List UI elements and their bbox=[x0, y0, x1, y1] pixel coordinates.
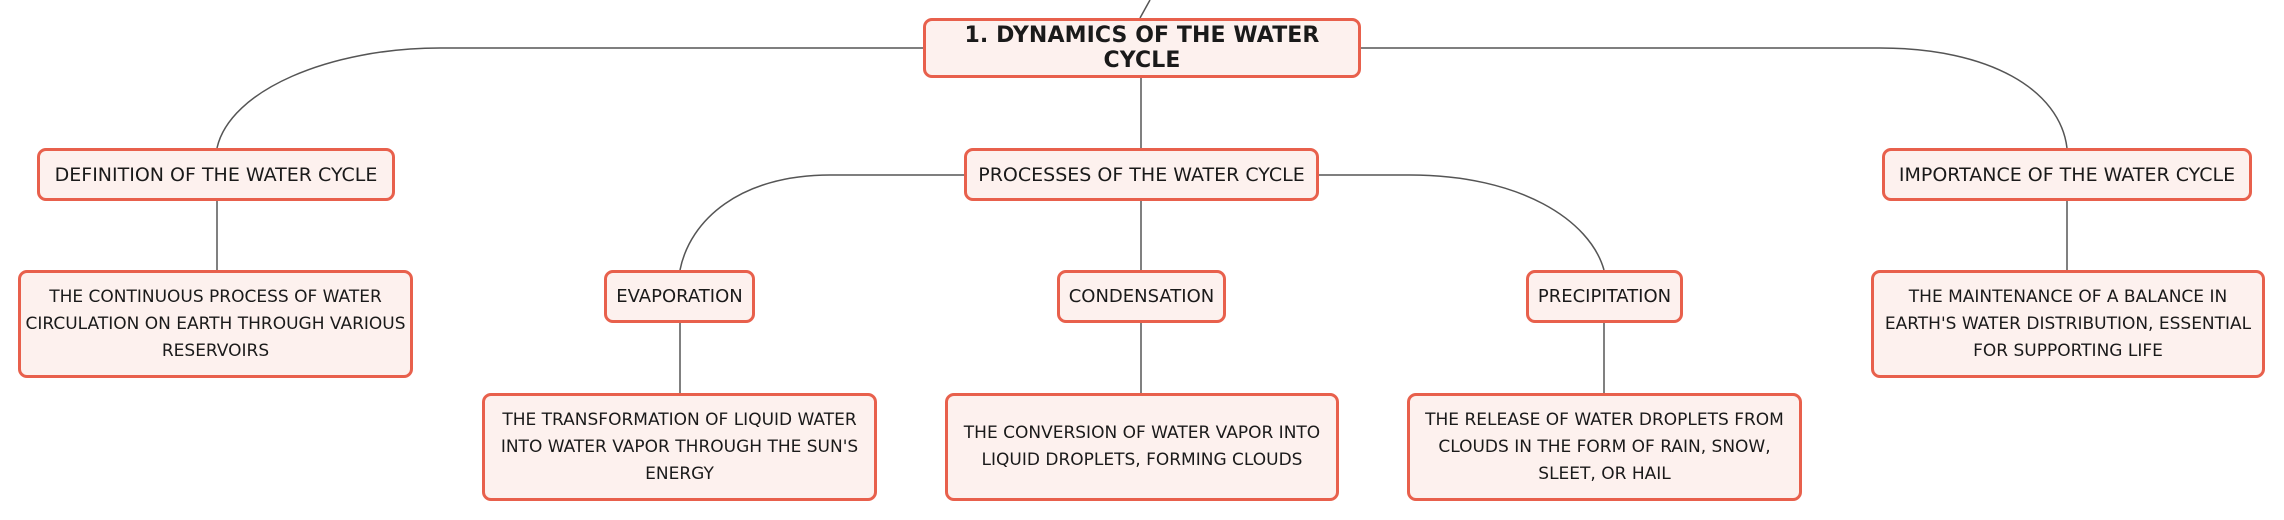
evaporation-topic-label: EVAPORATION bbox=[616, 286, 743, 307]
connector-root-parent bbox=[1139, 0, 1151, 19]
root-topic-node[interactable]: 1. DYNAMICS OF THE WATER CYCLE bbox=[923, 18, 1361, 78]
condensation-detail-text: THE CONVERSION OF WATER VAPOR INTO LIQUI… bbox=[963, 423, 1321, 470]
definition-detail-node[interactable]: THE CONTINUOUS PROCESS OF WATER CIRCULAT… bbox=[18, 270, 413, 378]
importance-topic-label: IMPORTANCE OF THE WATER CYCLE bbox=[1898, 163, 2236, 186]
definition-topic-node[interactable]: DEFINITION OF THE WATER CYCLE bbox=[37, 148, 395, 201]
connector-root-importance bbox=[1361, 47, 2068, 149]
processes-topic-node[interactable]: PROCESSES OF THE WATER CYCLE bbox=[964, 148, 1319, 201]
precipitation-topic-node[interactable]: PRECIPITATION bbox=[1526, 270, 1683, 323]
importance-topic-node[interactable]: IMPORTANCE OF THE WATER CYCLE bbox=[1882, 148, 2252, 201]
precipitation-detail-node[interactable]: THE RELEASE OF WATER DROPLETS FROM CLOUD… bbox=[1407, 393, 1802, 501]
root-topic-label: 1. DYNAMICS OF THE WATER CYCLE bbox=[964, 23, 1320, 73]
condensation-topic-label: CONDENSATION bbox=[1068, 286, 1215, 307]
evaporation-topic-node[interactable]: EVAPORATION bbox=[604, 270, 755, 323]
connector-processes-evaporation bbox=[679, 174, 965, 271]
connector-root-definition bbox=[216, 47, 923, 149]
evaporation-detail-node[interactable]: THE TRANSFORMATION OF LIQUID WATER INTO … bbox=[482, 393, 877, 501]
evaporation-detail-text: THE TRANSFORMATION OF LIQUID WATER INTO … bbox=[500, 409, 859, 484]
processes-topic-label: PROCESSES OF THE WATER CYCLE bbox=[978, 163, 1305, 186]
importance-detail-text: THE MAINTENANCE OF A BALANCE IN EARTH'S … bbox=[1884, 286, 2252, 361]
precipitation-detail-text: THE RELEASE OF WATER DROPLETS FROM CLOUD… bbox=[1425, 409, 1784, 484]
precipitation-topic-label: PRECIPITATION bbox=[1537, 286, 1672, 307]
importance-detail-node[interactable]: THE MAINTENANCE OF A BALANCE IN EARTH'S … bbox=[1871, 270, 2265, 378]
condensation-topic-node[interactable]: CONDENSATION bbox=[1057, 270, 1226, 323]
connector-processes-precipitation bbox=[1318, 174, 1605, 271]
definition-detail-text: THE CONTINUOUS PROCESS OF WATER CIRCULAT… bbox=[25, 286, 406, 361]
condensation-detail-node[interactable]: THE CONVERSION OF WATER VAPOR INTO LIQUI… bbox=[945, 393, 1339, 501]
definition-topic-label: DEFINITION OF THE WATER CYCLE bbox=[54, 163, 378, 186]
